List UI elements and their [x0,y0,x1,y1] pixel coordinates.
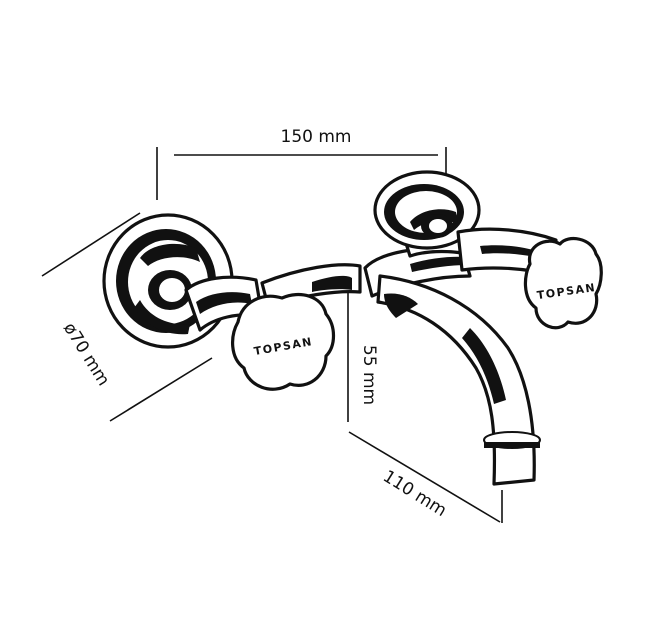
right-wall-flange [373,170,481,250]
right-handle-knob: TOPSAN [523,236,603,330]
height-dimension-label: 55 mm [359,345,379,405]
faucet-spout [376,274,541,486]
left-handle-knob: TOPSAN [231,292,336,391]
width-dimension-label: 150 mm [281,127,352,147]
width-dimension: 150 mm [156,127,447,200]
spout-dimension: 110 mm [348,431,503,523]
spout-dimension-label: 110 mm [379,466,450,521]
diameter-dimension-label: ø70 mm [59,319,113,389]
height-dimension: 55 mm [347,290,379,422]
